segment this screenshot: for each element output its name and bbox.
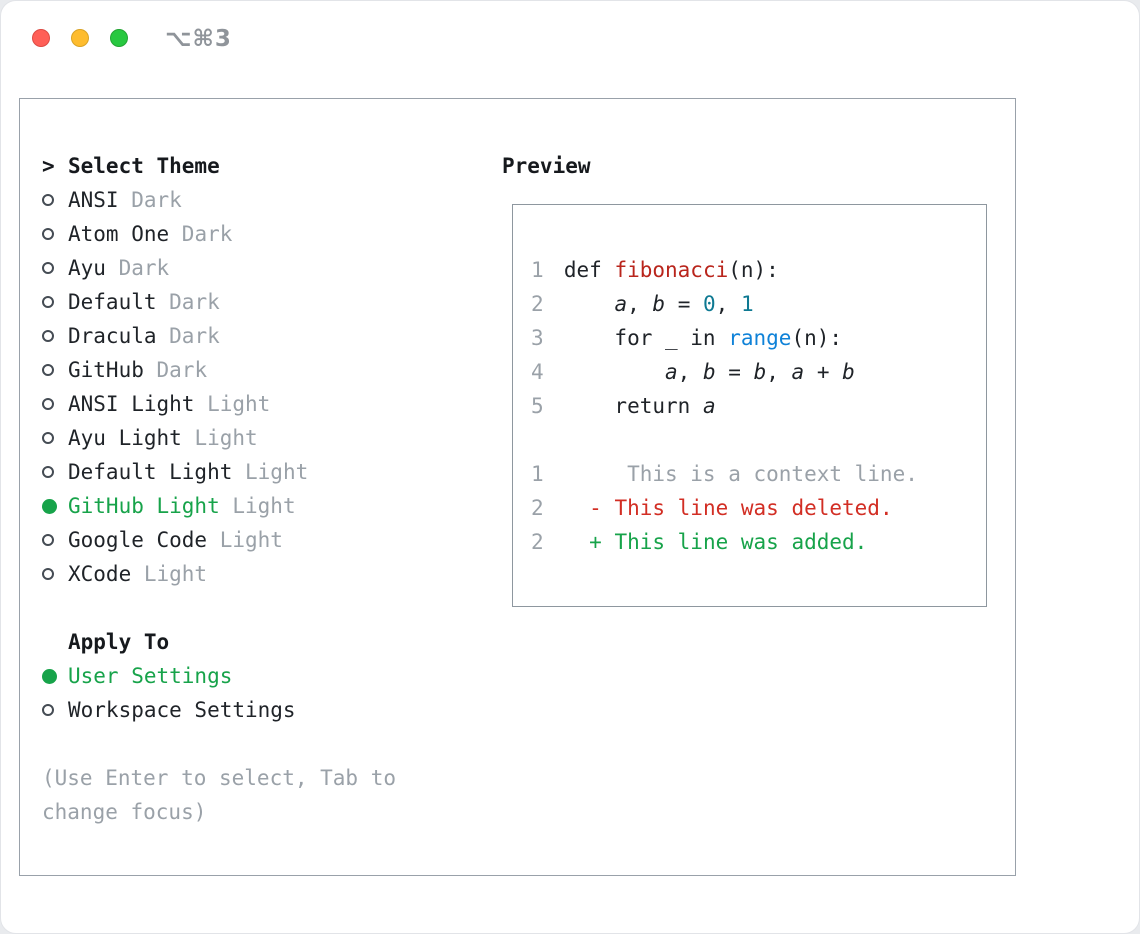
select-theme-header: > Select Theme bbox=[42, 149, 396, 183]
theme-option-google-code[interactable]: Google Code Light bbox=[42, 523, 396, 557]
code-text: - This line was deleted. bbox=[589, 496, 893, 520]
radio-icon bbox=[42, 262, 68, 274]
radio-icon bbox=[42, 296, 68, 308]
apply-to-title: Apply To bbox=[68, 630, 170, 654]
radio-selected-icon bbox=[42, 668, 68, 684]
theme-option-github[interactable]: GitHub Dark bbox=[42, 353, 396, 387]
apply-option-label: Workspace Settings bbox=[68, 698, 296, 722]
theme-option-label: GitHub Dark bbox=[68, 358, 208, 382]
line-number: 2 bbox=[531, 530, 544, 554]
theme-option-label: Default Dark bbox=[68, 290, 220, 314]
theme-option-ansi[interactable]: ANSI Dark bbox=[42, 183, 396, 217]
code-text: This is a context line. bbox=[563, 462, 918, 486]
zoom-button[interactable] bbox=[110, 29, 128, 47]
code-text: return a bbox=[563, 394, 716, 418]
theme-option-label: GitHub Light Light bbox=[68, 494, 296, 518]
code-line bbox=[531, 423, 986, 457]
line-number: 2 bbox=[531, 496, 544, 520]
radio-icon bbox=[42, 228, 68, 240]
theme-option-label: Google Code Light bbox=[68, 528, 283, 552]
theme-option-dracula[interactable]: Dracula Dark bbox=[42, 319, 396, 353]
theme-option-label: Ayu Light Light bbox=[68, 426, 258, 450]
line-number: 1 bbox=[531, 462, 544, 486]
code-line: 2 - This line was deleted. bbox=[531, 491, 986, 525]
minimize-button[interactable] bbox=[71, 29, 89, 47]
theme-option-label: Atom One Dark bbox=[68, 222, 233, 246]
theme-option-atom-one[interactable]: Atom One Dark bbox=[42, 217, 396, 251]
apply-option-user-settings[interactable]: User Settings bbox=[42, 659, 396, 693]
theme-option-default-light[interactable]: Default Light Light bbox=[42, 455, 396, 489]
theme-option-ayu[interactable]: Ayu Dark bbox=[42, 251, 396, 285]
spacer bbox=[42, 727, 396, 761]
radio-icon bbox=[42, 534, 68, 546]
radio-icon bbox=[42, 330, 68, 342]
code-text: def fibonacci(n): bbox=[563, 258, 779, 282]
prompt-icon: > bbox=[42, 154, 55, 178]
line-number: 3 bbox=[531, 326, 544, 350]
theme-option-xcode[interactable]: XCode Light bbox=[42, 557, 396, 591]
help-text: (Use Enter to select, Tab to change focu… bbox=[42, 761, 396, 829]
theme-option-label: ANSI Light Light bbox=[68, 392, 271, 416]
code-line: 5 return a bbox=[531, 389, 986, 423]
code-text: for _ in range(n): bbox=[563, 326, 843, 350]
radio-icon bbox=[42, 432, 68, 444]
radio-icon bbox=[42, 398, 68, 410]
theme-option-github-light[interactable]: GitHub Light Light bbox=[42, 489, 396, 523]
spacer bbox=[42, 591, 396, 625]
theme-option-ansi-light[interactable]: ANSI Light Light bbox=[42, 387, 396, 421]
radio-icon bbox=[42, 364, 68, 376]
theme-option-default[interactable]: Default Dark bbox=[42, 285, 396, 319]
radio-selected-icon bbox=[42, 498, 68, 514]
radio-icon bbox=[42, 704, 68, 716]
code-line: 1 This is a context line. bbox=[531, 457, 986, 491]
theme-option-ayu-light[interactable]: Ayu Light Light bbox=[42, 421, 396, 455]
radio-icon bbox=[42, 194, 68, 206]
theme-option-label: XCode Light bbox=[68, 562, 208, 586]
window-shortcut-label: ⌥⌘3 bbox=[165, 26, 232, 52]
radio-icon bbox=[42, 568, 68, 580]
apply-option-workspace-settings[interactable]: Workspace Settings bbox=[42, 693, 396, 727]
theme-option-label: ANSI Dark bbox=[68, 188, 182, 212]
code-line: 2 + This line was added. bbox=[531, 525, 986, 559]
select-theme-title: Select Theme bbox=[68, 154, 220, 178]
code-line: 4 a, b = b, a + b bbox=[531, 355, 986, 389]
radio-icon bbox=[42, 466, 68, 478]
code-text: a, b = 0, 1 bbox=[614, 292, 754, 316]
code-line: 1 def fibonacci(n): bbox=[531, 253, 986, 287]
line-number: 1 bbox=[531, 258, 544, 282]
code-text: a, b = b, a + b bbox=[665, 360, 855, 384]
line-number: 4 bbox=[531, 360, 544, 384]
close-button[interactable] bbox=[32, 29, 50, 47]
apply-option-label: User Settings bbox=[68, 664, 233, 688]
help-text-line-2: change focus) bbox=[42, 800, 207, 824]
line-number: 5 bbox=[531, 394, 544, 418]
theme-option-label: Ayu Dark bbox=[68, 256, 170, 280]
code-text: + This line was added. bbox=[589, 530, 868, 554]
help-text-line-1: (Use Enter to select, Tab to bbox=[42, 766, 397, 790]
theme-option-label: Dracula Dark bbox=[68, 324, 220, 348]
code-line: 3 for _ in range(n): bbox=[531, 321, 986, 355]
line-number: 2 bbox=[531, 292, 544, 316]
preview-header: Preview bbox=[502, 154, 591, 178]
code-line: 2 a, b = 0, 1 bbox=[531, 287, 986, 321]
theme-option-label: Default Light Light bbox=[68, 460, 309, 484]
apply-to-header: Apply To bbox=[42, 625, 396, 659]
